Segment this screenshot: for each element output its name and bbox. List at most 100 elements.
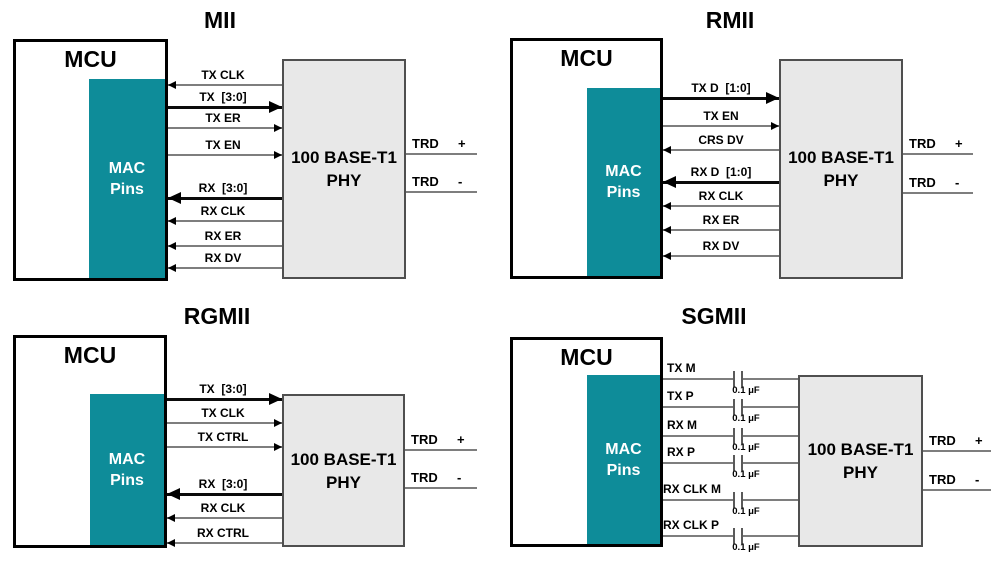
arrow-left-icon xyxy=(168,192,181,204)
signal-label: RX ER xyxy=(204,229,242,243)
arrow-right-icon xyxy=(274,419,282,427)
signal-line xyxy=(168,267,282,269)
trd-line xyxy=(405,449,477,451)
signal-line xyxy=(168,245,282,247)
signal-label: TX CLK xyxy=(201,406,245,420)
phy-box: 100 BASE-T1 PHY xyxy=(282,59,406,279)
phy-label-line1: 100 BASE-T1 xyxy=(788,148,894,167)
trd-label: TRD - xyxy=(412,174,463,189)
capacitor-icon xyxy=(733,371,735,387)
signal-label: RX CTRL xyxy=(197,526,249,540)
signal-line xyxy=(663,180,779,184)
capacitor-icon xyxy=(733,492,735,508)
signal-line xyxy=(663,499,733,501)
arrow-right-icon xyxy=(269,101,282,113)
signal-label: RX CLK xyxy=(200,204,246,218)
capacitor-value-label: 0.1 μF xyxy=(732,542,760,553)
arrow-left-icon xyxy=(663,176,676,188)
capacitor-icon xyxy=(733,428,735,444)
capacitor-icon xyxy=(741,528,743,544)
capacitor-value-label: 0.1 μF xyxy=(732,413,760,424)
signal-label: TX CLK xyxy=(201,68,245,82)
signal-line xyxy=(743,435,798,437)
mac-label-line1: MAC xyxy=(108,159,146,177)
panel-title: SGMII xyxy=(681,303,747,329)
signal-line xyxy=(663,149,779,151)
signal-line xyxy=(168,84,282,86)
arrow-right-icon xyxy=(274,151,282,159)
signal-line xyxy=(743,535,798,537)
arrow-right-icon xyxy=(274,443,282,451)
signal-label: RX ER xyxy=(702,213,740,227)
arrow-left-icon xyxy=(167,488,180,500)
capacitor-icon xyxy=(733,455,735,471)
signal-line xyxy=(663,435,733,437)
signal-line xyxy=(663,378,733,380)
signal-line xyxy=(168,127,282,129)
signal-line xyxy=(167,397,282,401)
signal-label: RX [3:0] xyxy=(198,477,248,491)
signal-line xyxy=(663,535,733,537)
trd-line xyxy=(405,487,477,489)
capacitor-icon xyxy=(741,371,743,387)
signal-label: TX CTRL xyxy=(197,430,249,444)
mac-label-line1: MAC xyxy=(605,163,642,180)
signal-line xyxy=(743,378,798,380)
panel-title: RGMII xyxy=(183,303,251,329)
arrow-left-icon xyxy=(168,217,176,225)
capacitor-value-label: 0.1 μF xyxy=(732,506,760,517)
signal-line xyxy=(168,105,282,109)
signal-label: RX DV xyxy=(702,239,740,253)
signal-label: TX M xyxy=(667,361,696,375)
signal-label: RX CLK xyxy=(698,189,744,203)
arrow-left-icon xyxy=(168,81,176,89)
phy-label-line2: PHY xyxy=(326,171,362,190)
mac-label-line2: Pins xyxy=(110,471,144,489)
phy-label-line2: PHY xyxy=(326,472,361,492)
arrow-left-icon xyxy=(168,242,176,250)
signal-line xyxy=(167,542,282,544)
signal-line xyxy=(743,462,798,464)
phy-label-line1: 100 BASE-T1 xyxy=(291,148,397,167)
trd-label: TRD + xyxy=(909,136,963,151)
signal-label: TX P xyxy=(667,389,694,403)
signal-line xyxy=(663,406,733,408)
mac-label-line1: MAC xyxy=(605,440,642,458)
phy-label-line1: 100 BASE-T1 xyxy=(290,449,397,469)
phy-box: 100 BASE-T1 PHY xyxy=(779,59,903,279)
capacitor-icon xyxy=(741,492,743,508)
arrow-left-icon xyxy=(663,252,671,260)
phy-label: 100 BASE-T1 PHY xyxy=(291,146,397,192)
trd-line xyxy=(903,153,973,155)
mac-pins-box: MAC Pins xyxy=(90,394,164,545)
signal-line xyxy=(663,229,779,231)
arrow-left-icon xyxy=(167,539,175,547)
mac-pins-label: MAC Pins xyxy=(605,161,641,203)
mac-pins-box: MAC Pins xyxy=(89,79,165,278)
phy-box: 100 BASE-T1 PHY xyxy=(282,394,405,547)
arrow-left-icon xyxy=(168,264,176,272)
capacitor-icon xyxy=(733,399,735,415)
phy-label: 100 BASE-T1 PHY xyxy=(788,146,894,192)
mac-pins-label: MAC Pins xyxy=(605,439,641,481)
trd-line xyxy=(923,489,991,491)
mac-pins-label: MAC Pins xyxy=(109,158,145,200)
signal-line xyxy=(663,255,779,257)
trd-line xyxy=(406,191,477,193)
arrow-left-icon xyxy=(663,202,671,210)
signal-label: TX EN xyxy=(205,138,241,152)
signal-line xyxy=(663,462,733,464)
phy-label: 100 BASE-T1 PHY xyxy=(808,438,914,484)
signal-line xyxy=(167,446,282,448)
signal-line xyxy=(663,125,779,127)
signal-line xyxy=(743,499,798,501)
signal-line xyxy=(168,220,282,222)
signal-label: RX CLK P xyxy=(663,518,720,532)
signal-label: RX P xyxy=(667,445,696,459)
mac-pins-box: MAC Pins xyxy=(587,375,660,544)
arrow-left-icon xyxy=(663,146,671,154)
signal-line xyxy=(663,205,779,207)
signal-label: RX [3:0] xyxy=(198,181,248,195)
signal-label: TX ER xyxy=(205,111,241,125)
arrow-right-icon xyxy=(771,122,779,130)
